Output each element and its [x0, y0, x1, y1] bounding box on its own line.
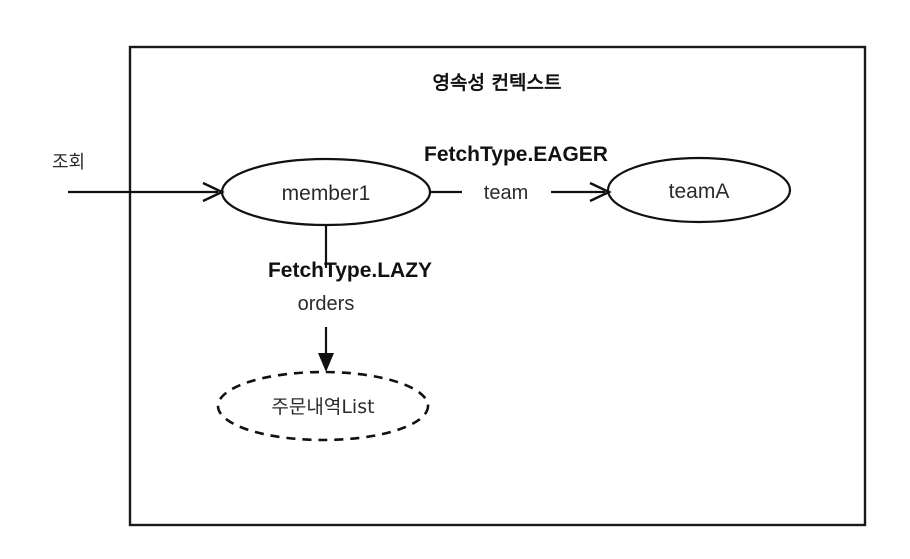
node-member1-label: member1	[282, 182, 371, 205]
persistence-context-box	[128, 45, 867, 527]
node-teamA-label: teamA	[669, 180, 730, 203]
team-arrowhead-icon	[589, 181, 612, 203]
node-order-list-label: 주문내역List	[271, 396, 374, 418]
orders-arrowhead-icon	[318, 353, 334, 372]
fetchtype-lazy-label: FetchType.LAZY	[268, 259, 432, 282]
node-teamA[interactable]	[606, 156, 792, 224]
team-edge-label: team	[484, 182, 528, 204]
query-label: 조회	[52, 152, 85, 173]
diagram-title: 영속성 컨텍스트	[433, 72, 562, 94]
fetchtype-eager-label: FetchType.EAGER	[424, 143, 608, 166]
orders-edge-label: orders	[298, 293, 355, 315]
node-order-list[interactable]	[216, 370, 430, 442]
